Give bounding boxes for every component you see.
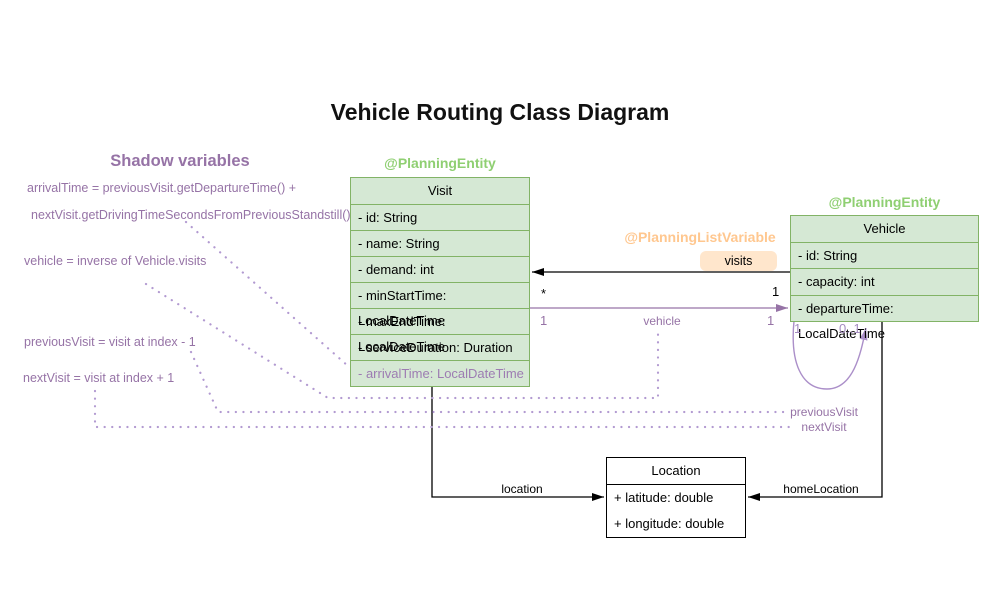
location-field-longitude: + longitude: double — [614, 516, 725, 531]
visit-field-demand: - demand: int — [351, 257, 529, 283]
vehicle-edge-multiplicity-left: 1 — [540, 313, 548, 328]
shadow-note-vehicle: vehicle = inverse of Vehicle.visits — [24, 254, 207, 268]
self-loop-multiplicity-one: 1 — [794, 321, 802, 336]
vehicle-edge-multiplicity-right: 1 — [767, 313, 775, 328]
shadow-note-nextvisit: nextVisit = visit at index + 1 — [23, 371, 175, 385]
visit-class-name: Visit — [351, 178, 529, 205]
visit-planning-entity-annotation: @PlanningEntity — [384, 155, 496, 171]
visit-field-id: - id: String — [351, 205, 529, 231]
visits-badge: visits — [700, 251, 777, 271]
visit-field-name: - name: String — [351, 231, 529, 257]
vehicle-field-capacity: - capacity: int — [791, 269, 978, 296]
visits-multiplicity-many: * — [541, 286, 547, 301]
homelocation-edge-label: homeLocation — [783, 482, 859, 496]
visit-field-minstarttime: - minStartTime: LocalDateTime — [351, 283, 529, 328]
edge-location — [431, 385, 604, 501]
vehicle-field-id: - id: String — [791, 243, 978, 270]
shadow-note-arrivaltime-line2: nextVisit.getDrivingTimeSecondsFromPrevi… — [31, 208, 351, 222]
planning-list-variable-annotation: @PlanningListVariable — [624, 229, 776, 245]
visit-class-box[interactable]: Visit - id: String - name: String - dema… — [350, 177, 530, 387]
vehicle-edge-label: vehicle — [643, 314, 681, 328]
shadow-note-arrivaltime-line1: arrivalTime = previousVisit.getDeparture… — [27, 181, 297, 195]
previousvisit-edge-label: previousVisit — [790, 405, 858, 419]
vehicle-field-departuretime: - departureTime: LocalDateTime — [798, 300, 894, 341]
shadow-variables-heading: Shadow variables — [110, 152, 250, 170]
location-edge-label: location — [501, 482, 543, 496]
shadow-note-previousvisit: previousVisit = visit at index - 1 — [24, 335, 196, 349]
nextvisit-edge-label: nextVisit — [801, 420, 847, 434]
visits-multiplicity-one: 1 — [772, 284, 780, 299]
location-class-box[interactable]: Location + latitude: double + longitude:… — [606, 457, 746, 538]
vehicle-class-box[interactable]: Vehicle - id: String - capacity: int - d… — [790, 215, 979, 341]
location-class-name: Location — [607, 458, 745, 485]
vehicle-planning-entity-annotation: @PlanningEntity — [828, 194, 941, 210]
page-title: Vehicle Routing Class Diagram — [330, 99, 670, 125]
visit-field-maxendtime: - maxEndTime: LocalDateTime — [351, 309, 529, 354]
location-field-latitude: + latitude: double — [614, 490, 714, 505]
self-loop-multiplicity-zero-one: 0..1 — [839, 321, 861, 336]
dotted-arrivaltime-connector — [184, 220, 350, 368]
dotted-nextvisit-connector — [93, 389, 793, 429]
visit-field-arrivaltime: - arrivalTime: LocalDateTime — [358, 366, 524, 381]
vehicle-class-name: Vehicle — [791, 216, 978, 243]
visit-field-serviceduration: - serviceDuration: Duration — [351, 335, 529, 361]
